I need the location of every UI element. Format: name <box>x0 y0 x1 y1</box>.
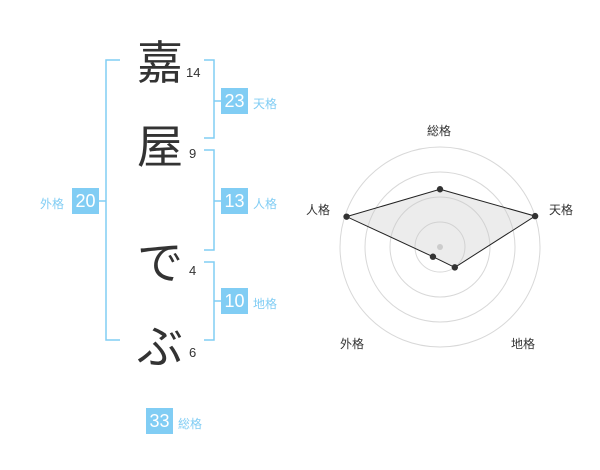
stroke-count-4: 6 <box>189 345 197 360</box>
radar-polygon <box>345 188 537 268</box>
name-char-4: ぶ <box>137 320 183 374</box>
radar-axis-label-gaikaku: 外格 <box>340 337 365 351</box>
radar-point-2 <box>531 212 539 220</box>
stroke-count-1: 14 <box>186 65 201 80</box>
soukaku-label: 総格 <box>178 417 203 431</box>
stroke-count-3: 4 <box>189 263 197 278</box>
chikaku-label: 地格 <box>253 297 278 311</box>
name-char-1: 嘉 <box>137 36 183 90</box>
tenkaku-badge: 23 <box>221 88 248 114</box>
gaikaku-badge: 20 <box>72 188 99 214</box>
radar-center-dot <box>437 244 443 250</box>
radar-axis-label-chikaku: 地格 <box>511 337 536 351</box>
jinkaku-bracket <box>204 149 215 251</box>
radar-axis-label-soukaku: 総格 <box>427 124 452 138</box>
radar-point-4 <box>429 253 437 260</box>
jinkaku-label: 人格 <box>253 197 278 211</box>
radar-point-1 <box>436 186 444 193</box>
gaikaku-bracket <box>105 59 120 341</box>
tenkaku-label: 天格 <box>253 97 278 111</box>
name-char-2: 屋 <box>137 120 183 174</box>
radar-axis-label-tenkaku: 天格 <box>549 203 574 217</box>
tenkaku-bracket <box>204 59 215 139</box>
radar-point-3 <box>451 264 459 271</box>
jinkaku-badge: 13 <box>221 188 248 214</box>
chikaku-badge: 10 <box>221 288 248 314</box>
radar-ring-1 <box>414 221 466 273</box>
stroke-count-2: 9 <box>189 146 197 161</box>
radar-axis-label-jinkaku: 人格 <box>306 203 331 217</box>
radar-ring-3 <box>364 171 516 323</box>
radar-point-5 <box>343 213 350 220</box>
gaikaku-label: 外格 <box>40 197 65 211</box>
soukaku-badge: 33 <box>146 408 173 434</box>
radar-ring-2 <box>389 196 491 298</box>
name-char-3: で <box>137 236 183 290</box>
